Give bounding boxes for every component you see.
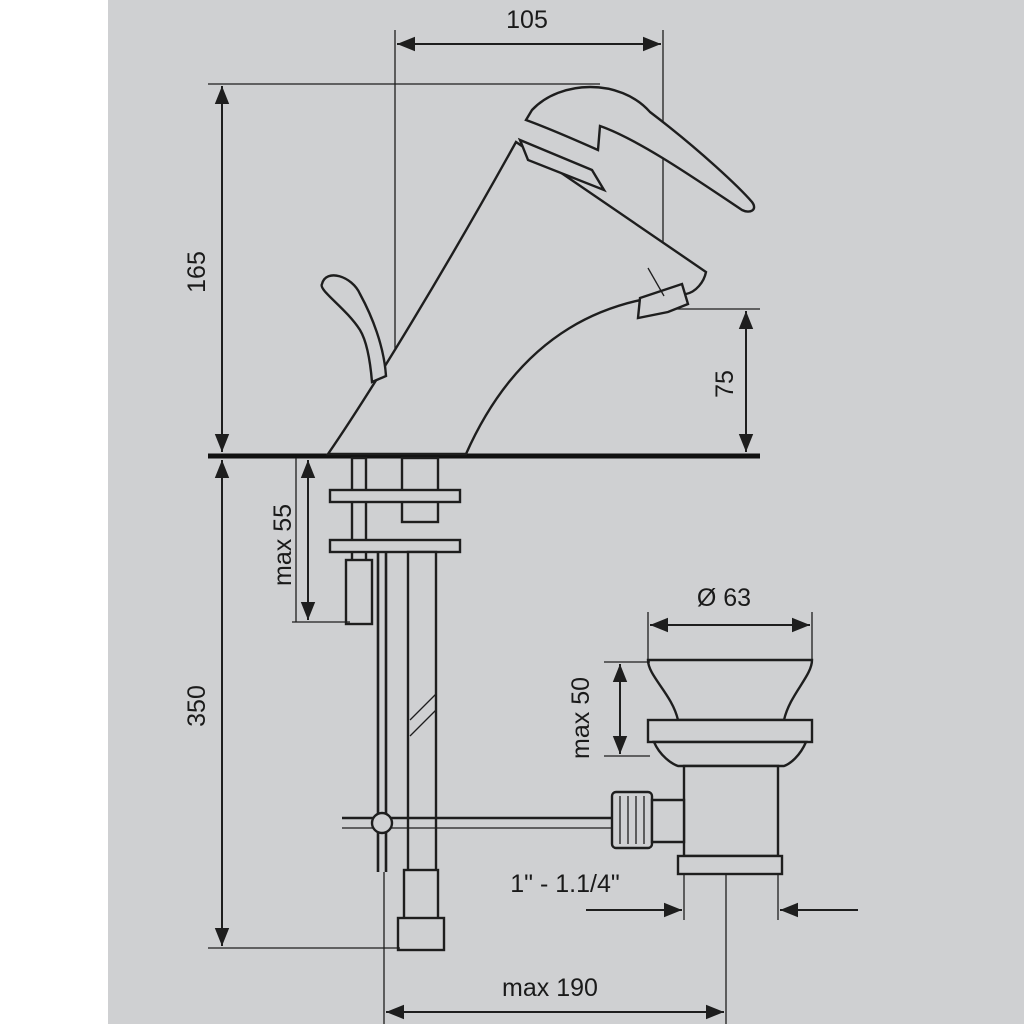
dimension-label-165: 165 (183, 251, 211, 293)
dimension-label-max50: max 50 (567, 677, 595, 759)
dimension-total-height: 165 (183, 83, 600, 452)
drain-linkage-nut (610, 790, 654, 850)
lever-handle (524, 85, 756, 213)
lever-base (517, 137, 607, 193)
dimension-label-350: 350 (183, 685, 211, 727)
dimension-spout-height: 75 (668, 308, 760, 452)
dimension-drain-thread: 1" - 1.1/4" (510, 870, 858, 920)
drain-side-port (650, 798, 686, 844)
popup-knob (320, 274, 388, 384)
dimension-below-height: 350 (183, 460, 400, 949)
hose-break-mark (409, 693, 437, 737)
faucet-body (320, 85, 756, 456)
supply-hose (406, 550, 438, 876)
drain-flange (646, 658, 814, 722)
dimension-label-thread: 1" - 1.1/4" (510, 870, 619, 898)
mounting-plate-lower (328, 538, 462, 554)
hose-nut (396, 916, 446, 952)
dimension-drain-diameter: Ø 63 (647, 584, 813, 660)
dimension-label-105: 105 (506, 6, 548, 34)
mounting-plate-upper (328, 488, 462, 504)
dimension-label-max55: max 55 (269, 504, 297, 586)
linkage-pivot (370, 811, 394, 835)
hose-connector (402, 868, 440, 922)
drain-assembly (610, 658, 814, 876)
rod-nut (344, 558, 374, 626)
aerator (636, 282, 690, 320)
aerator-detail (647, 267, 665, 297)
dimension-drain-max: max 50 (567, 661, 650, 759)
nut-knurling (619, 796, 645, 844)
drain-washer (646, 718, 814, 744)
dimension-label-75: 75 (711, 370, 739, 398)
faucet-spout-body (325, 140, 708, 456)
dimension-clamp-max: max 55 (269, 458, 350, 623)
drain-body (682, 764, 780, 858)
dimension-label-d63: Ø 63 (697, 584, 751, 612)
drain-nut (676, 854, 784, 876)
dimension-reach-max: max 190 (383, 872, 727, 1024)
dimension-label-max190: max 190 (502, 974, 598, 1002)
mounting-assembly (328, 456, 612, 952)
drain-gasket (652, 740, 808, 768)
